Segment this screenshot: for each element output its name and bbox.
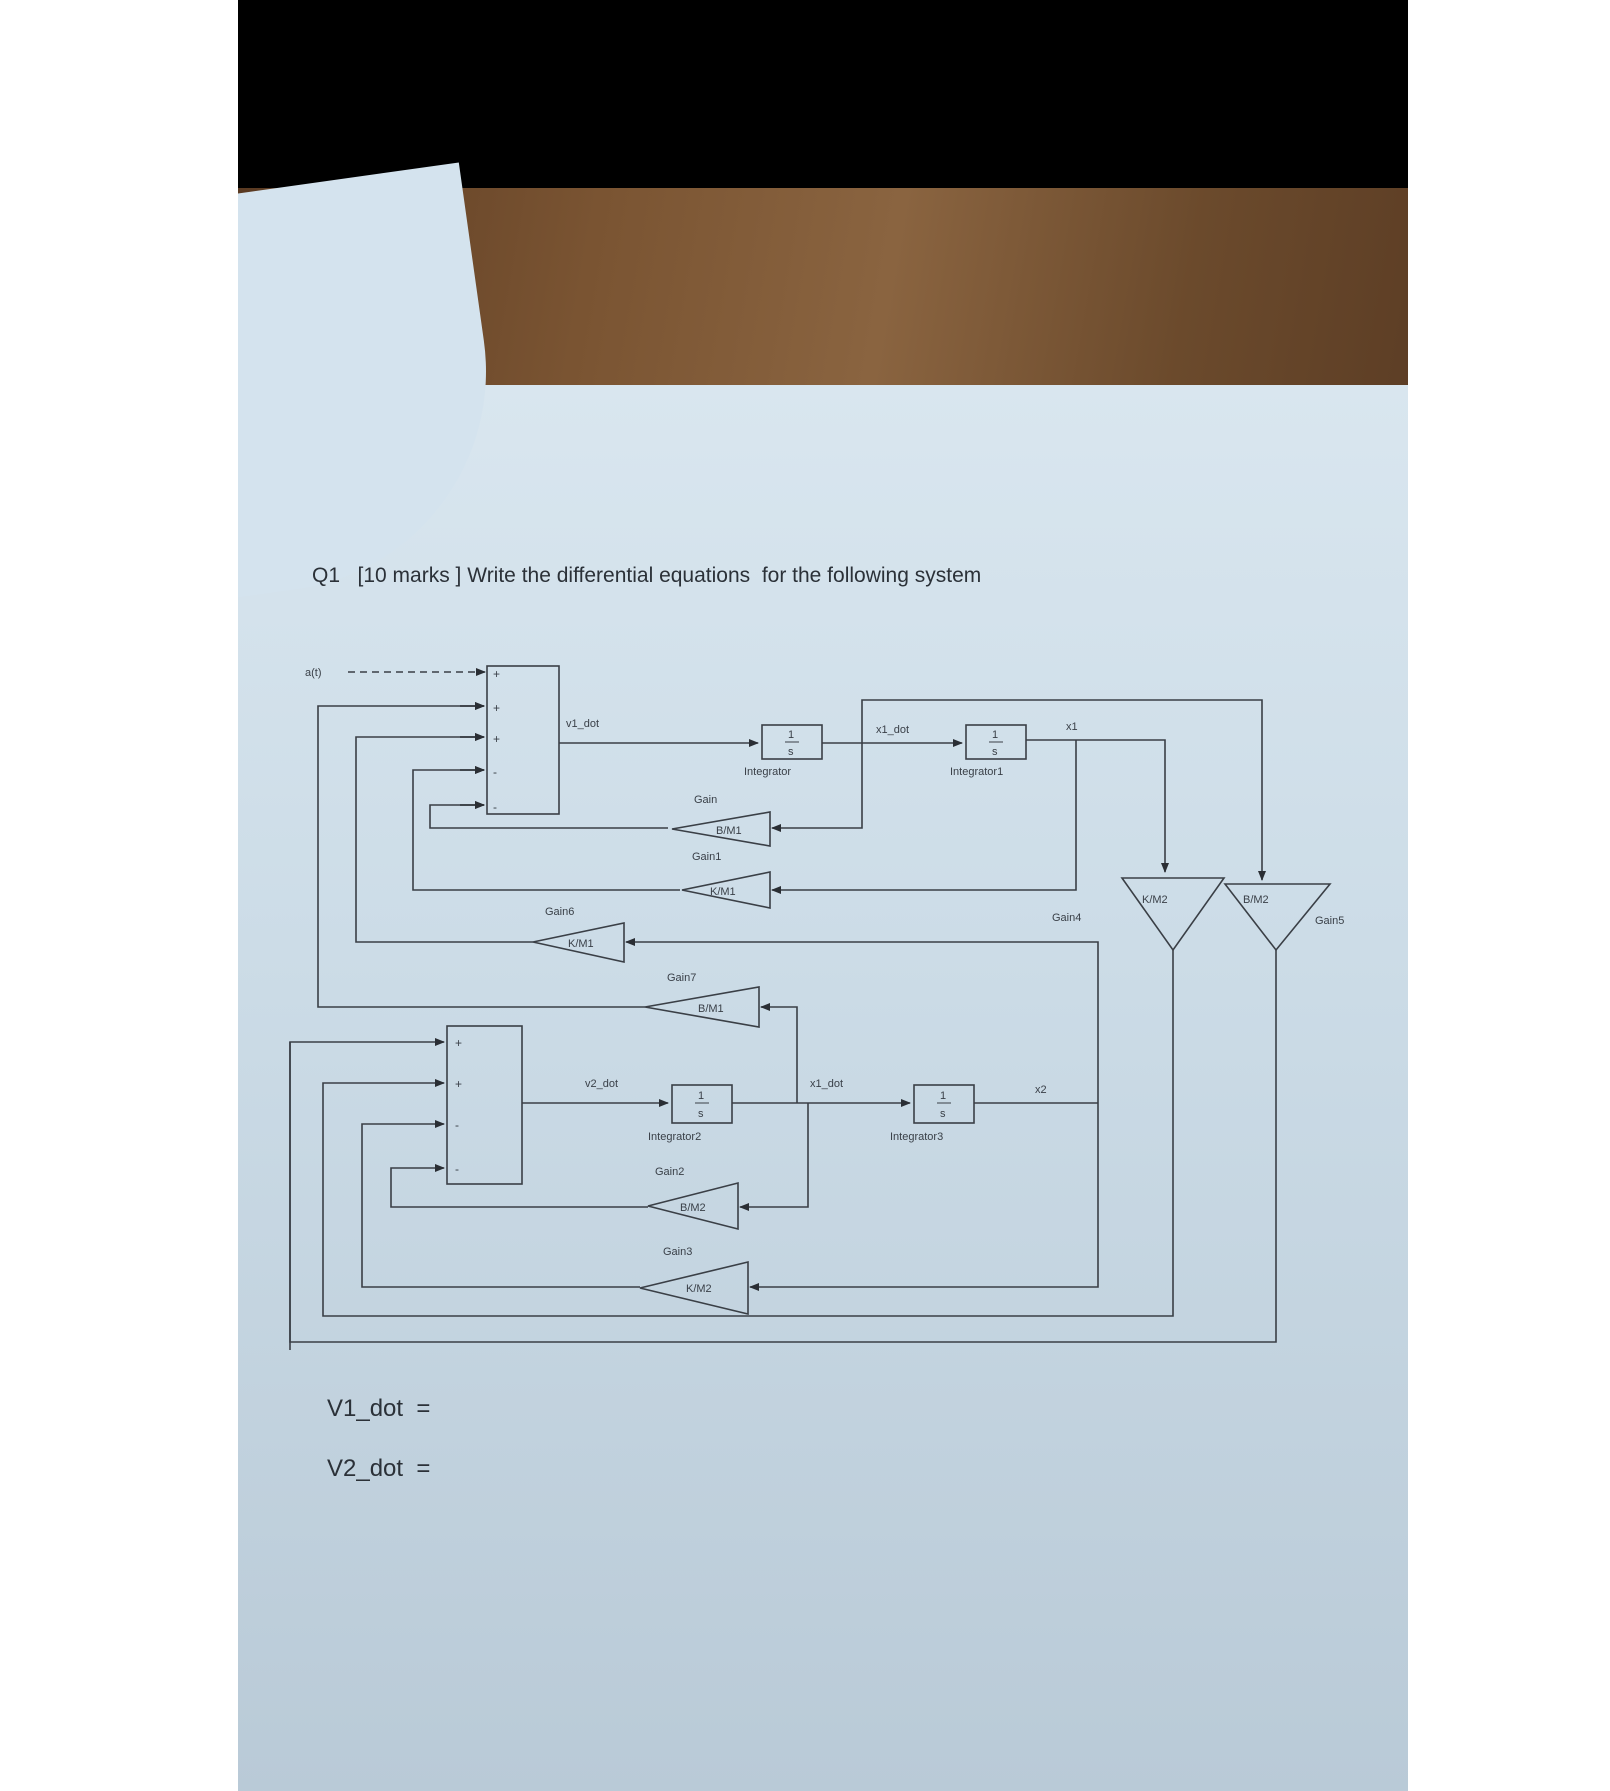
gain1-name: Gain1 (692, 851, 721, 863)
svg-text:1: 1 (698, 1090, 704, 1102)
gain6-triangle (532, 922, 625, 963)
question-title: Q1 [10 marks ] Write the differential eq… (312, 564, 981, 588)
integrator-tf: 1 s (785, 729, 799, 758)
gain2-value: B/M2 (680, 1202, 706, 1214)
gain7-in (760, 1003, 798, 1103)
answer-v1-dot: V1_dot = (327, 1395, 431, 1422)
x1-to-gain4-line (1026, 739, 1169, 873)
gain-name: Gain (694, 794, 717, 806)
sum2-sign: - (455, 1118, 459, 1132)
gain7-triangle (644, 986, 760, 1028)
svg-text:s: s (698, 1108, 704, 1120)
sum1-sign: + (493, 701, 500, 715)
signal-label-x1-dot-lower: x1_dot (810, 1078, 843, 1090)
sum1-sign: + (493, 732, 500, 746)
gain5-name: Gain5 (1315, 915, 1344, 927)
x1-dot-to-gain5-line (822, 699, 1266, 881)
question-number: Q1 (312, 564, 341, 587)
gain5-value: B/M2 (1243, 894, 1269, 906)
integrator3-name: Integrator3 (890, 1131, 943, 1143)
gain6-in (625, 938, 1099, 1103)
sum1-sign: - (493, 800, 497, 814)
gain7-value: B/M1 (698, 1003, 724, 1015)
integrator2-name: Integrator2 (648, 1131, 701, 1143)
black-band (238, 0, 1408, 188)
gain1-feedback-out (412, 766, 680, 891)
svg-text:s: s (940, 1108, 946, 1120)
gain3-value: K/M2 (686, 1283, 712, 1295)
integrator3-block (913, 1084, 975, 1124)
input-label: a(t) (305, 667, 322, 679)
gain-triangle (671, 811, 771, 847)
gain6-name: Gain6 (545, 906, 574, 918)
gain6-out (355, 733, 533, 943)
sum-block-1 (486, 665, 560, 815)
signal-label-x2: x2 (1035, 1084, 1047, 1096)
sum1-sign: - (493, 765, 497, 779)
gain-feedback-in (771, 743, 863, 832)
sum2-sign: + (455, 1036, 462, 1050)
photo-background (238, 0, 1408, 1791)
signal-label-x1-dot: x1_dot (876, 724, 909, 736)
integrator-block (761, 724, 823, 760)
sum2-sign: + (455, 1077, 462, 1091)
sum2-sign: - (455, 1162, 459, 1176)
integrator1-name: Integrator1 (950, 766, 1003, 778)
integrator1-block (965, 724, 1027, 760)
gain3-out (361, 1120, 640, 1288)
gain-feedback-out (429, 801, 668, 829)
gain4-triangle (1120, 877, 1226, 952)
gain1-triangle (681, 871, 771, 909)
gain1-feedback-in (771, 740, 1077, 894)
signal-label-v1-dot: v1_dot (566, 718, 599, 730)
integrator-name: Integrator (744, 766, 791, 778)
gain3-name: Gain3 (663, 1246, 692, 1258)
gain4-out (322, 950, 1174, 1317)
integrator1-tf: 1 s (989, 729, 1003, 758)
gain2-name: Gain2 (655, 1166, 684, 1178)
integrator2-block (671, 1084, 733, 1124)
gain5-triangle (1223, 883, 1332, 952)
gain2-triangle (647, 1181, 739, 1231)
svg-text:s: s (788, 746, 794, 758)
gain4-value: K/M2 (1142, 894, 1168, 906)
gain1-value: K/M1 (710, 886, 736, 898)
gain5-out (289, 950, 1277, 1343)
answer-v2-dot: V2_dot = (327, 1455, 431, 1482)
sum1-sign: + (493, 667, 500, 681)
integrator2-tf: 1 s (695, 1090, 709, 1120)
gain2-out (390, 1164, 648, 1208)
svg-text:s: s (992, 746, 998, 758)
gain3-in (749, 1103, 1099, 1291)
signal-label-x1: x1 (1066, 721, 1078, 733)
gain3-triangle (639, 1260, 749, 1316)
gain2-in (739, 1103, 809, 1211)
question-text: Write the differential equations for the… (467, 564, 982, 587)
gain7-out (317, 702, 645, 1008)
svg-text:1: 1 (788, 729, 794, 741)
signal-label-v2-dot: v2_dot (585, 1078, 618, 1090)
paper-sheet (238, 385, 1408, 1791)
integrator3-tf: 1 s (937, 1090, 951, 1120)
svg-text:1: 1 (940, 1090, 946, 1102)
gain7-name: Gain7 (667, 972, 696, 984)
gain4-name: Gain4 (1052, 912, 1081, 924)
question-marks: [10 marks ] (357, 564, 462, 587)
gain-value: B/M1 (716, 825, 742, 837)
svg-text:1: 1 (992, 729, 998, 741)
sum-block-2 (446, 1025, 523, 1185)
gain6-value: K/M1 (568, 938, 594, 950)
